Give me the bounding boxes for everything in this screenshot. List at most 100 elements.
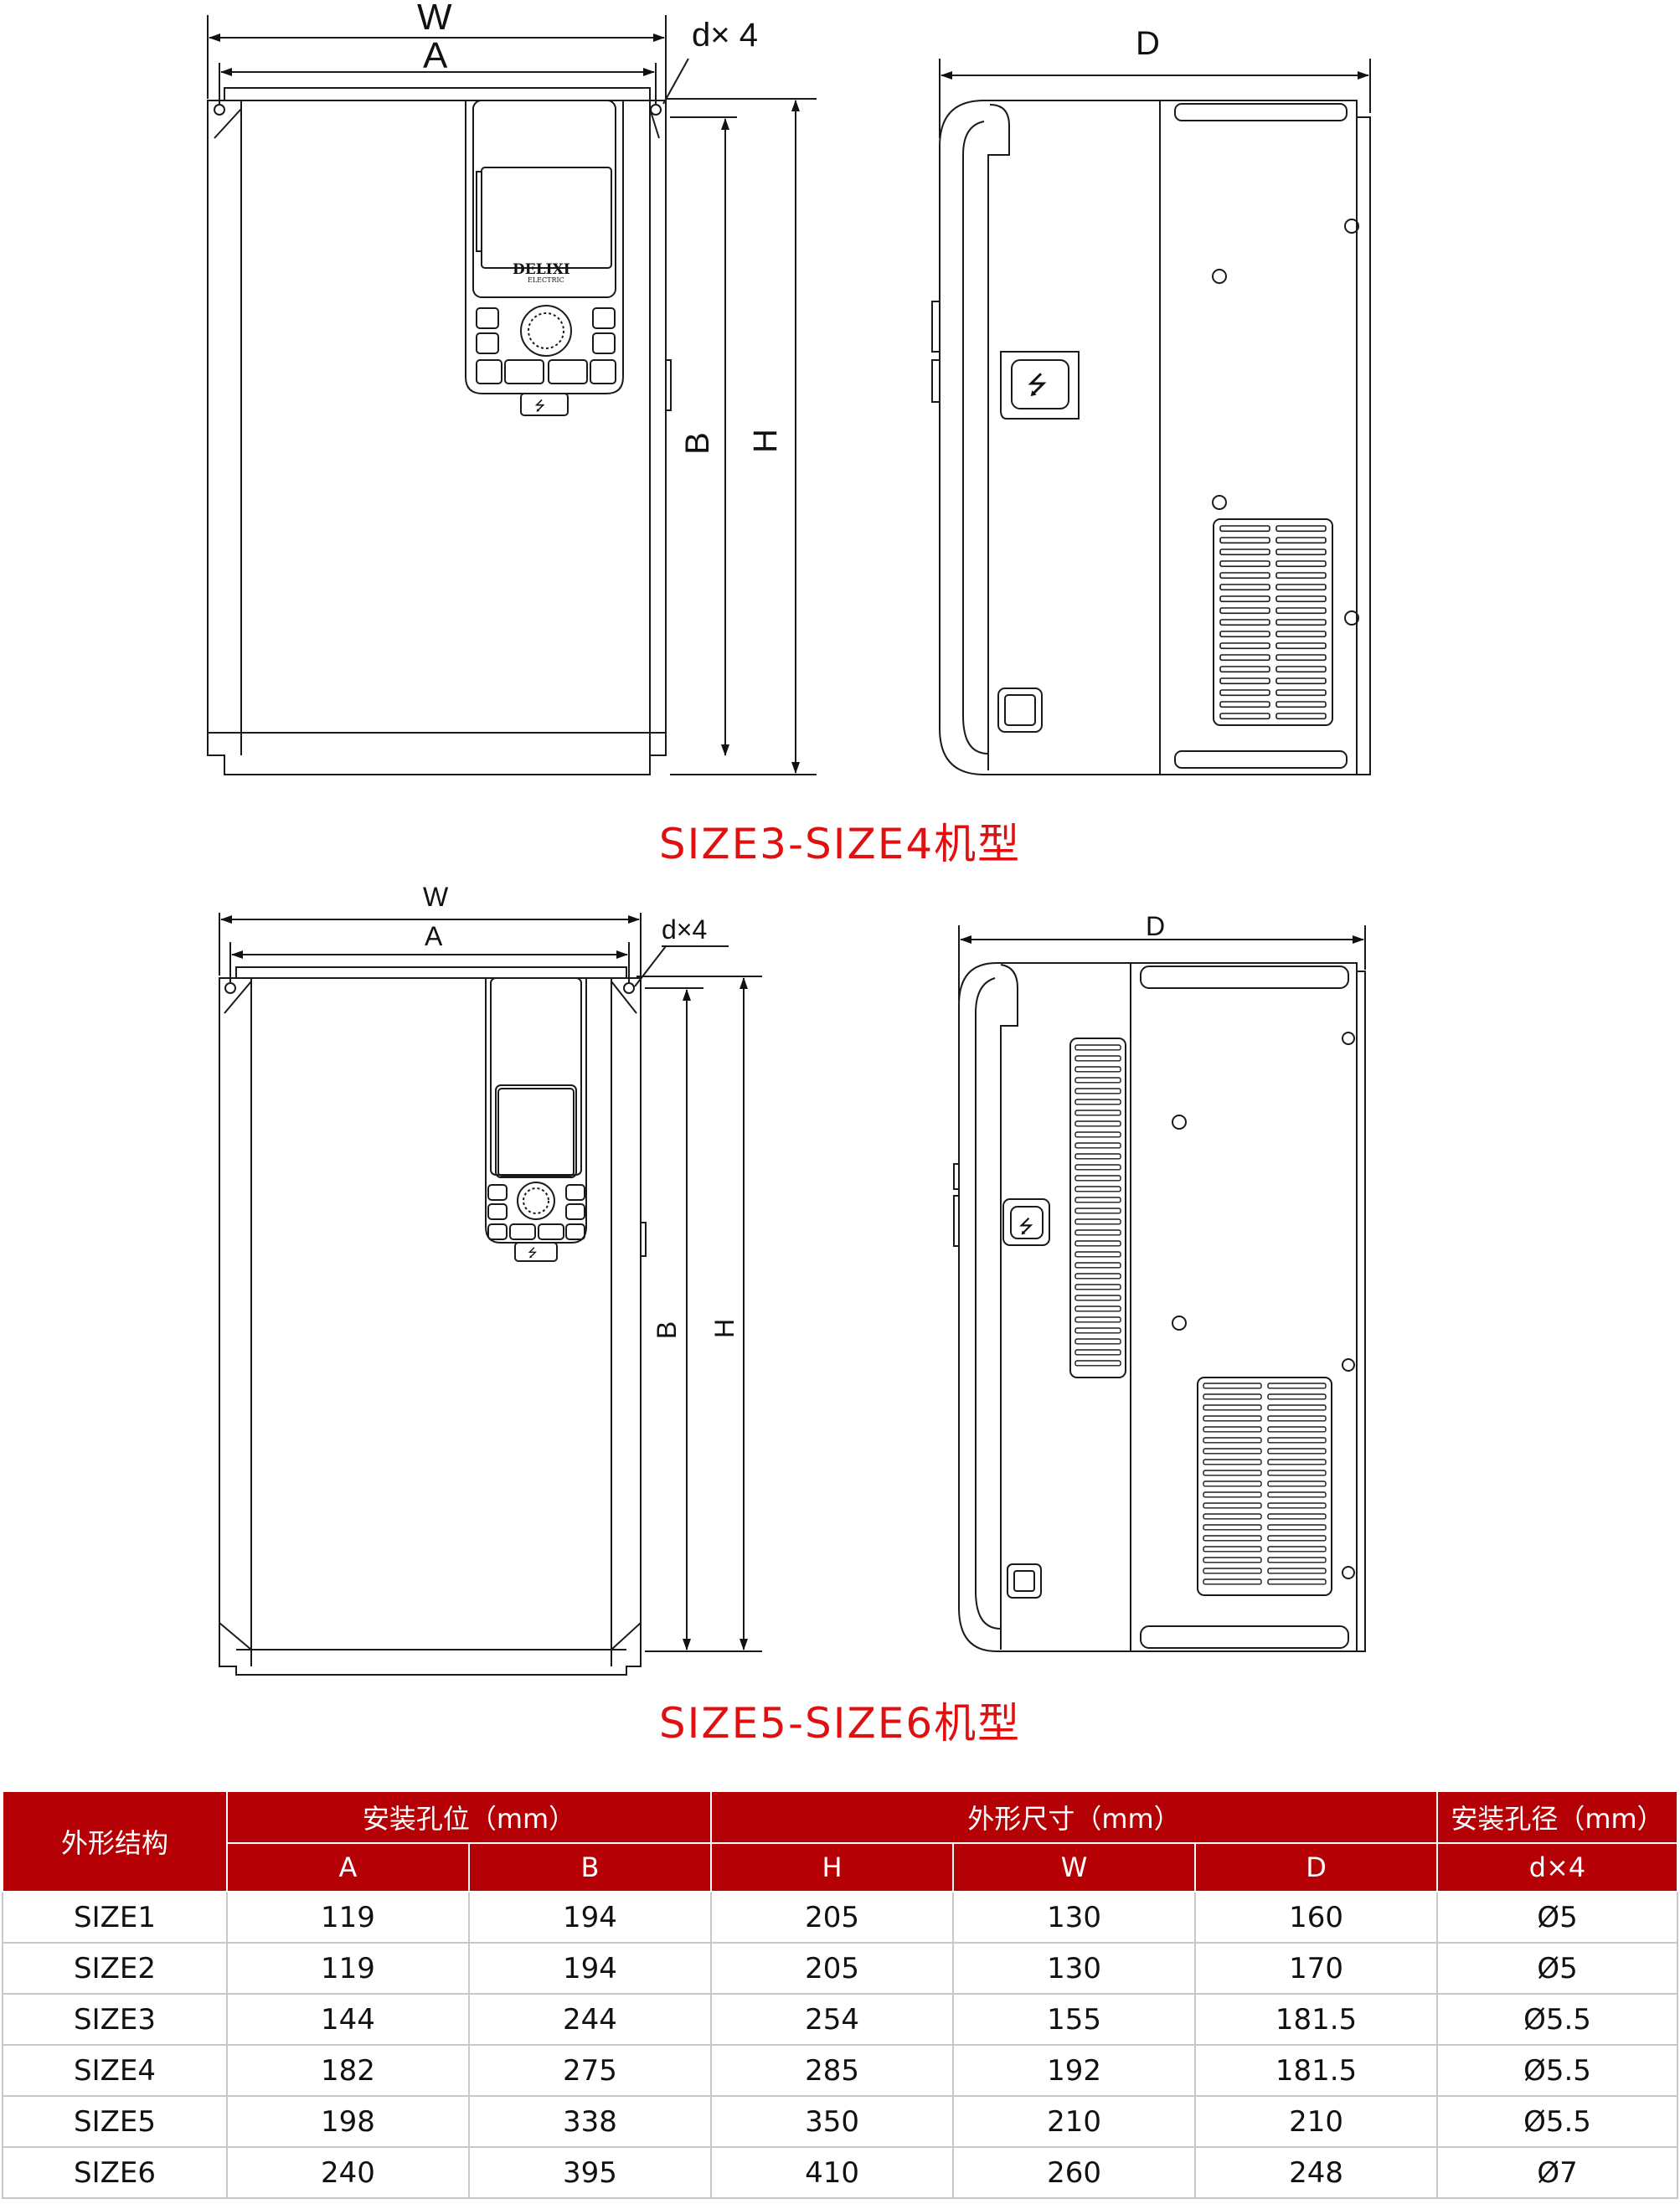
keypad-module-2 [485,977,587,1262]
brand-logo: DELIXI [513,261,570,278]
vent-slat [1203,1535,1262,1542]
cell-H: 254 [710,1993,955,2046]
vent-slat [1275,689,1327,697]
dimensions-2 [219,913,1366,1652]
vent-slat [1074,1066,1121,1073]
vent-slat [1203,1578,1262,1585]
cell-H: 285 [710,2044,955,2097]
vent-slat [1219,654,1270,662]
vent-slat [1074,1338,1121,1345]
vent-slat [1275,537,1327,544]
cell-A: 119 [226,1942,470,1995]
cell-structure: SIZE6 [2,2146,228,2199]
label-H-1: H [746,429,784,453]
vent-slat [1267,1513,1327,1520]
vent-slat [1074,1327,1121,1334]
label-B-1: B [678,432,716,455]
vent-slat [1074,1186,1121,1192]
vent-slat [1074,1316,1121,1323]
vent-slat [1275,548,1327,556]
vent-slat [1203,1491,1262,1498]
cell-A: 198 [226,2095,470,2148]
vent-slat [1074,1218,1121,1225]
vent-slat [1203,1568,1262,1574]
vent-slat [1267,1491,1327,1498]
vent-grille-3 [1203,1383,1327,1585]
cell-d: Ø5 [1436,1891,1679,1944]
vent-slat [1074,1229,1121,1236]
vent-slat [1203,1470,1262,1476]
vent-slat [1074,1208,1121,1214]
vent-slat [1203,1448,1262,1455]
brand-logo-sub: ELECTRIC [528,276,564,284]
caption-size5-size6: SIZE5-SIZE6机型 [658,1699,1022,1748]
vent-slat [1267,1546,1327,1553]
header-col-H: H [710,1842,955,1892]
cell-D: 160 [1194,1891,1439,1944]
caption-size3-size4: SIZE3-SIZE4机型 [658,820,1022,868]
vent-slat [1203,1546,1262,1553]
cell-B: 194 [467,1891,713,1944]
vent-grille-1 [1219,525,1327,720]
label-A-1: A [423,35,448,76]
cell-D: 181.5 [1194,1993,1439,2046]
vent-slat [1074,1120,1121,1127]
keypad-module-1 [465,100,624,416]
header-col-A: A [226,1842,470,1892]
vent-slat [1203,1459,1262,1465]
cell-structure: SIZE2 [2,1942,228,1995]
vent-slat [1267,1448,1327,1455]
cell-B: 244 [467,1993,713,2046]
vent-slat [1267,1502,1327,1509]
label-A-2: A [425,921,443,951]
header-col-W: W [952,1842,1197,1892]
cell-W: 155 [952,1993,1197,2046]
vent-slat [1219,713,1270,720]
usb-icon: ⭍ [528,1246,538,1259]
vent-slat [1267,1426,1327,1433]
vent-slat [1203,1502,1262,1509]
vent-slat [1203,1524,1262,1531]
vent-slat [1203,1513,1262,1520]
cell-H: 350 [710,2095,955,2148]
vent-slat [1267,1578,1327,1585]
vent-slat [1203,1415,1262,1422]
vent-slat [1275,666,1327,673]
vent-slat [1275,619,1327,626]
usb-icon: ⭍ [1018,1216,1034,1237]
vent-slat [1219,548,1270,556]
cell-W: 130 [952,1942,1197,1995]
header-col-d: d×4 [1436,1842,1679,1892]
vent-slat [1074,1251,1121,1258]
cell-structure: SIZE3 [2,1993,228,2046]
cell-B: 194 [467,1942,713,1995]
vent-slat [1267,1480,1327,1487]
vent-slat [1203,1480,1262,1487]
usb-icon: ⭍ [1027,372,1048,399]
vent-slat [1267,1404,1327,1411]
cell-A: 182 [226,2044,470,2097]
header-structure: 外形结构 [2,1790,228,1892]
vent-slat [1203,1557,1262,1563]
table-row: SIZE5 198 338 350 210 210 Ø5.5 [2,2095,1679,2148]
vent-slat [1219,584,1270,591]
vent-slat [1219,666,1270,673]
vent-slat [1074,1175,1121,1182]
vent-slat [1267,1459,1327,1465]
dimension-table: 外形结构 安装孔位（mm） 外形尺寸（mm） 安装孔径（mm） A B H W … [2,1790,1679,2199]
label-D-2: D [1146,911,1166,941]
label-d-1: d× 4 [692,17,758,54]
vent-slat [1074,1153,1121,1160]
cell-H: 205 [710,1891,955,1944]
vent-slat [1219,619,1270,626]
vent-slat [1275,525,1327,533]
cell-B: 338 [467,2095,713,2148]
vent-slat [1275,572,1327,579]
vent-slat [1275,677,1327,685]
label-D-1: D [1136,25,1160,62]
vent-slat [1219,689,1270,697]
vent-slat [1275,595,1327,603]
vent-slat [1275,701,1327,708]
table-row: SIZE6 240 395 410 260 248 Ø7 [2,2146,1679,2199]
cell-D: 248 [1194,2146,1439,2199]
